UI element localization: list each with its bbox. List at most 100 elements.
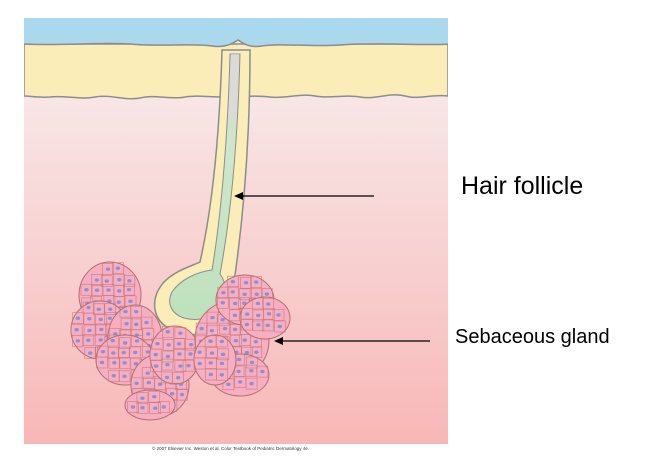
gland-cell <box>256 365 269 378</box>
cell-nucleus <box>197 361 202 366</box>
gland-cell <box>82 334 95 347</box>
cell-nucleus <box>178 331 183 335</box>
cell-nucleus <box>146 380 152 385</box>
cell-nucleus <box>86 305 91 310</box>
cell-nucleus <box>88 351 93 355</box>
cell-nucleus <box>107 316 113 320</box>
cell-nucleus <box>256 313 261 318</box>
hair-follicle-label: Hair follicle <box>461 172 584 200</box>
cell-nucleus <box>74 328 79 332</box>
cell-nucleus <box>277 324 282 329</box>
cell-nucleus <box>94 288 100 292</box>
gland-cell <box>120 317 133 330</box>
gland-cell <box>238 288 251 301</box>
cell-nucleus <box>110 338 115 343</box>
gland-cell <box>172 371 184 384</box>
cell-nucleus <box>134 339 140 343</box>
gland-cell <box>219 322 231 335</box>
cell-nucleus <box>260 369 265 374</box>
gland-cell <box>91 274 103 286</box>
gland-cell <box>130 377 143 390</box>
cell-nucleus <box>153 352 158 357</box>
cell-nucleus <box>233 339 239 343</box>
cell-nucleus <box>226 382 231 387</box>
cell-nucleus <box>253 339 259 344</box>
cell-nucleus <box>230 279 236 284</box>
cell-nucleus <box>122 361 127 365</box>
gland-cell <box>216 368 228 381</box>
cell-nucleus <box>104 279 109 283</box>
cell-nucleus <box>94 278 100 282</box>
gland-cell <box>94 334 107 346</box>
cell-nucleus <box>245 312 250 316</box>
cell-nucleus <box>238 380 243 384</box>
gland-cell <box>162 339 175 351</box>
cell-nucleus <box>84 288 89 292</box>
cell-nucleus <box>161 405 166 409</box>
cell-nucleus <box>175 376 181 380</box>
cell-nucleus <box>165 354 171 359</box>
cell-nucleus <box>209 351 215 355</box>
gland-cell <box>261 319 274 332</box>
gland-cell <box>72 335 84 347</box>
cell-nucleus <box>99 360 105 365</box>
gland-cell <box>80 283 93 296</box>
gland-cell <box>240 276 252 289</box>
cell-nucleus <box>266 312 272 316</box>
gland-cell <box>143 376 155 389</box>
cell-nucleus <box>134 322 139 327</box>
cell-nucleus <box>166 343 171 347</box>
cell-nucleus <box>169 392 175 396</box>
cell-nucleus <box>145 371 150 375</box>
cell-nucleus <box>199 326 204 331</box>
cell-nucleus <box>130 405 136 409</box>
cell-nucleus <box>230 290 235 294</box>
gland-cell <box>229 297 241 310</box>
gland-cell <box>173 338 185 350</box>
gland-cell <box>149 348 162 361</box>
hair-follicle-arrow <box>234 192 374 200</box>
cell-nucleus <box>165 330 171 334</box>
cell-nucleus <box>242 338 247 342</box>
skin-surface <box>24 18 448 48</box>
gland-cell <box>174 327 187 339</box>
cell-nucleus <box>209 328 215 333</box>
cell-nucleus <box>165 362 170 367</box>
gland-cell <box>217 286 230 299</box>
cell-nucleus <box>123 309 128 314</box>
gland-cell <box>123 283 135 296</box>
gland-cell <box>250 276 262 288</box>
gland-cell <box>162 325 174 338</box>
gland-cell <box>150 360 162 372</box>
gland-cell <box>91 284 103 297</box>
cell-nucleus <box>122 341 128 345</box>
gland-cell <box>246 356 258 369</box>
gland-cell <box>263 307 275 320</box>
gland-cell <box>108 356 121 369</box>
cell-nucleus <box>186 363 191 368</box>
gland-cell <box>241 318 253 331</box>
cell-nucleus <box>116 289 122 293</box>
cell-nucleus <box>108 307 113 311</box>
cell-nucleus <box>122 374 127 378</box>
gland-cell <box>252 318 265 331</box>
cell-nucleus <box>232 313 238 318</box>
cell-nucleus <box>243 281 249 285</box>
cell-nucleus <box>126 287 132 292</box>
gland-cell <box>127 401 139 413</box>
sebaceous-gland-label: Sebaceous gland <box>455 326 610 348</box>
cell-nucleus <box>140 396 145 400</box>
gland-cell <box>272 309 285 321</box>
cell-nucleus <box>221 290 226 295</box>
cell-nucleus <box>155 341 160 346</box>
gland-cell <box>106 334 119 347</box>
cell-nucleus <box>265 323 270 328</box>
gland-cell <box>108 369 120 382</box>
cell-nucleus <box>134 333 140 337</box>
gland-lobule <box>193 334 237 386</box>
gland-cell <box>136 401 149 414</box>
cell-nucleus <box>208 372 214 377</box>
cell-nucleus <box>249 360 255 365</box>
cell-nucleus <box>152 406 158 410</box>
gland-cell <box>206 311 219 324</box>
